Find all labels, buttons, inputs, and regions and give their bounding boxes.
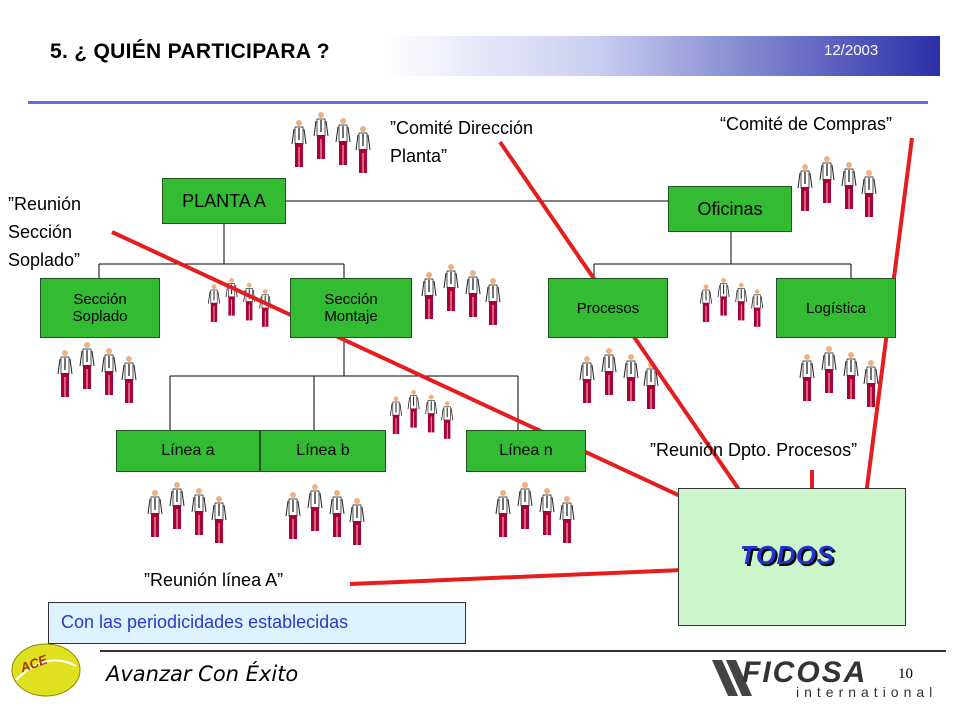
box-procesos: Procesos — [548, 278, 668, 338]
arrow-linea — [349, 563, 732, 586]
box-seccion-soplado: Sección Soplado — [40, 278, 160, 338]
quote-reunion-linea: ”Reunión línea A” — [144, 570, 284, 590]
title-underline — [28, 101, 928, 104]
people-group-montaje — [421, 263, 501, 326]
box-linea-n: Línea n — [466, 430, 586, 472]
quote-reunion-soplado: ”Reunión Sección Soplado” — [8, 194, 82, 270]
box-linea-a: Línea a — [116, 430, 260, 472]
people-group-comite — [291, 111, 371, 174]
todos-box — [678, 488, 906, 626]
quote-reunion-procesos: ”Reunión Dpto. Procesos” — [650, 440, 858, 460]
page-title: 5. ¿ QUIÉN PARTICIPARA ? — [50, 40, 330, 63]
periodicity-note: Con las periodicidades establecidas — [48, 602, 466, 644]
people-group-small-center — [389, 389, 454, 440]
page-number: 10 — [898, 666, 913, 682]
ace-badge — [11, 643, 81, 697]
todos-label: TODOS — [740, 540, 835, 570]
box-oficinas: Oficinas — [668, 186, 792, 232]
quote-comite-compras: “Comité de Compras” — [720, 114, 893, 134]
ficosa-sub: international — [796, 684, 938, 700]
arrow-soplado — [111, 230, 734, 522]
box-planta-a: PLANTA A — [162, 178, 286, 224]
date-label: 12/2003 — [824, 42, 879, 59]
tagline: Avanzar Con Éxito — [106, 662, 299, 686]
people-group-linea-n — [495, 481, 575, 544]
people-group-logistica — [799, 345, 879, 408]
ficosa-logo-mark — [712, 660, 752, 696]
people-group-soplado — [57, 341, 137, 404]
people-group-linea-a — [147, 481, 227, 544]
box-logistica: Logística — [776, 278, 896, 338]
title-bar — [42, 36, 940, 76]
box-linea-b: Línea b — [260, 430, 386, 472]
quote-comite-direccion: ”Comité Dirección Planta” — [390, 118, 534, 166]
people-group-small-right — [699, 277, 764, 328]
ficosa-brand: FICOSA — [742, 656, 868, 689]
people-group-compras — [797, 155, 877, 218]
box-seccion-montaje: Sección Montaje — [290, 278, 412, 338]
people-group-linea-b — [285, 483, 365, 546]
footer-divider — [100, 650, 946, 652]
connector-lines — [98, 200, 852, 430]
